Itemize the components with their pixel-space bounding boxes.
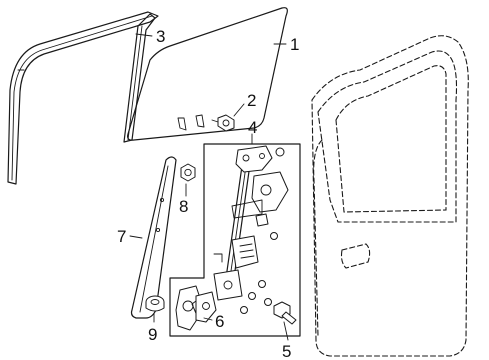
leader-lines (129, 33, 289, 341)
grommet-9 (145, 295, 165, 312)
callout-2: 2 (247, 91, 256, 110)
callout-5: 5 (282, 342, 291, 360)
sash-channel (130, 156, 177, 319)
glass-bolt (211, 114, 235, 132)
run-channel-outer (7, 11, 159, 185)
door-glass (127, 7, 288, 141)
regulator-bolts (240, 147, 285, 314)
regulator-group-outline (169, 143, 301, 337)
callout-6: 6 (215, 312, 224, 331)
callout-1: 1 (290, 35, 299, 54)
callout-3: 3 (156, 27, 165, 46)
callout-8: 8 (179, 197, 188, 216)
bolt-5 (273, 301, 297, 325)
sliding-door-shell (311, 35, 469, 357)
callout-7: 7 (117, 227, 126, 246)
nut-8 (180, 163, 196, 182)
callout-9: 9 (148, 325, 157, 344)
window-regulator (213, 145, 289, 301)
callout-4: 4 (248, 118, 257, 137)
regulator-motor (175, 285, 217, 331)
run-channel-inner (123, 13, 156, 143)
